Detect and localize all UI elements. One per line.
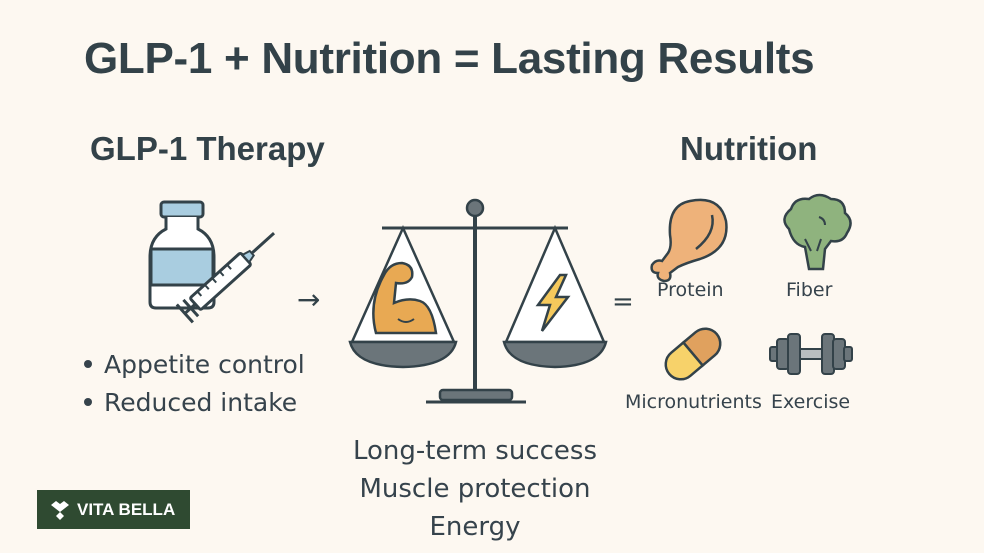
nutrition-label-protein: Protein [657, 279, 724, 301]
outcome-item: Muscle protection [359, 474, 591, 504]
lightning-bolt-icon [535, 273, 571, 332]
glp1-heading: GLP-1 Therapy [90, 130, 325, 167]
capsule-icon [664, 327, 722, 381]
logo-mark-icon [51, 500, 69, 520]
vita-bella-logo: VITA BELLA [37, 490, 190, 529]
arrow-connector: → [297, 283, 321, 316]
bullet-item: Appetite control [80, 346, 305, 384]
bullet-dot [84, 359, 92, 368]
broccoli-icon [783, 193, 852, 271]
glp1-benefits-list: Appetite control Reduced intake [80, 346, 305, 422]
nutrition-label-exercise: Exercise [771, 391, 851, 413]
nutrition-label-fiber: Fiber [786, 279, 833, 301]
equals-connector: = [612, 287, 634, 317]
vial-and-syringe-icon [148, 200, 276, 324]
chicken-drumstick-icon [650, 198, 728, 283]
logo-text: VITA BELLA [77, 499, 176, 519]
outcome-item: Energy [429, 512, 521, 542]
balance-scale-icon [348, 198, 608, 404]
flexed-arm-muscle-icon [372, 261, 438, 335]
bullet-dot [84, 397, 92, 406]
dumbbell-icon [769, 333, 853, 375]
bullet-item: Reduced intake [80, 384, 305, 422]
outcomes-list: Long-term success Muscle protection Ener… [330, 432, 620, 546]
nutrition-label-micronutrients: Micronutrients [625, 391, 762, 413]
page-title: GLP-1 + Nutrition = Lasting Results [84, 34, 815, 83]
outcome-item: Long-term success [352, 436, 598, 466]
nutrition-heading: Nutrition [680, 130, 818, 167]
